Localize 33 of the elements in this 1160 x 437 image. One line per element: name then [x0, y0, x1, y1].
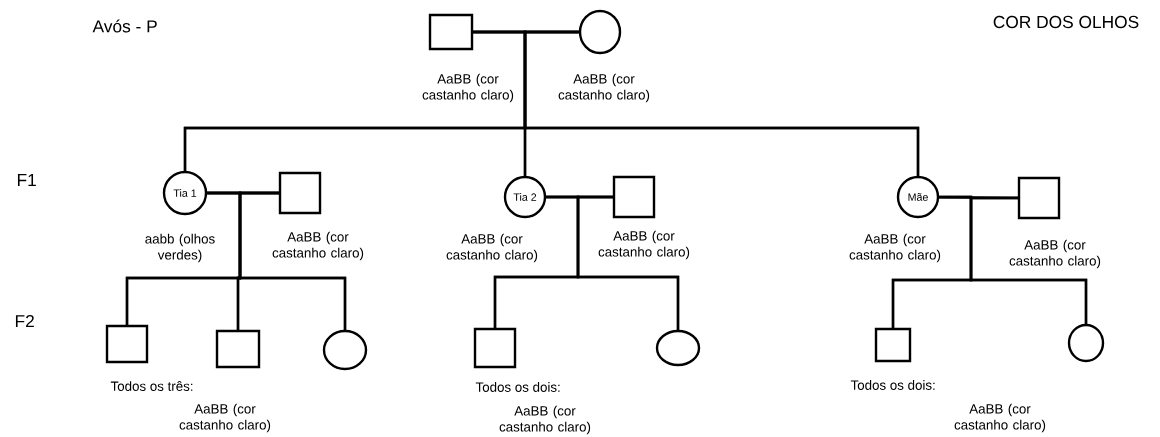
square-symbol — [215, 329, 261, 369]
genotype-label: AaBB (cor castanho claro) — [598, 230, 690, 260]
generation-label: F2 — [15, 314, 34, 328]
square-symbol — [105, 324, 149, 364]
genotype-label: AaBB (cor castanho claro) — [422, 73, 514, 103]
circle-symbol — [1067, 323, 1105, 363]
genotype-label: AaBB (cor castanho claro) — [1009, 239, 1101, 269]
pedigree-line — [576, 195, 680, 331]
square-symbol — [473, 327, 517, 369]
genotype-label: AaBB (cor castanho claro) — [849, 233, 941, 263]
square-symbol — [612, 175, 656, 219]
generation-label: F1 — [17, 174, 36, 186]
pedigree-line — [969, 196, 1088, 325]
square-symbol — [278, 171, 322, 215]
generation-label: Avós - P — [92, 19, 157, 33]
group-note: Todos os dois: — [475, 382, 560, 392]
circle-symbol — [655, 329, 701, 367]
pedigree-line — [238, 191, 347, 331]
circle-symbol — [322, 329, 368, 371]
square-symbol — [1017, 176, 1061, 220]
genotype-label: AaBB (cor castanho claro) — [499, 405, 591, 435]
square-symbol — [874, 327, 912, 363]
genotype-label: AaBB (cor castanho claro) — [954, 403, 1046, 433]
genotype-label: AaBB (cor castanho claro) — [558, 73, 650, 103]
genotype-label: AaBB (cor castanho claro) — [272, 231, 364, 261]
genotype-label: AaBB (cor castanho claro) — [179, 403, 271, 433]
genotype-label: aabb (olhos verdes) — [145, 233, 215, 263]
genotype-label: AaBB (cor castanho claro) — [446, 233, 538, 263]
group-note: Todos os três: — [110, 381, 193, 391]
square-symbol — [428, 13, 474, 51]
diagram-title: COR DOS OLHOS — [993, 15, 1139, 29]
group-note: Todos os dois: — [850, 380, 935, 390]
circle-symbol — [578, 9, 622, 55]
